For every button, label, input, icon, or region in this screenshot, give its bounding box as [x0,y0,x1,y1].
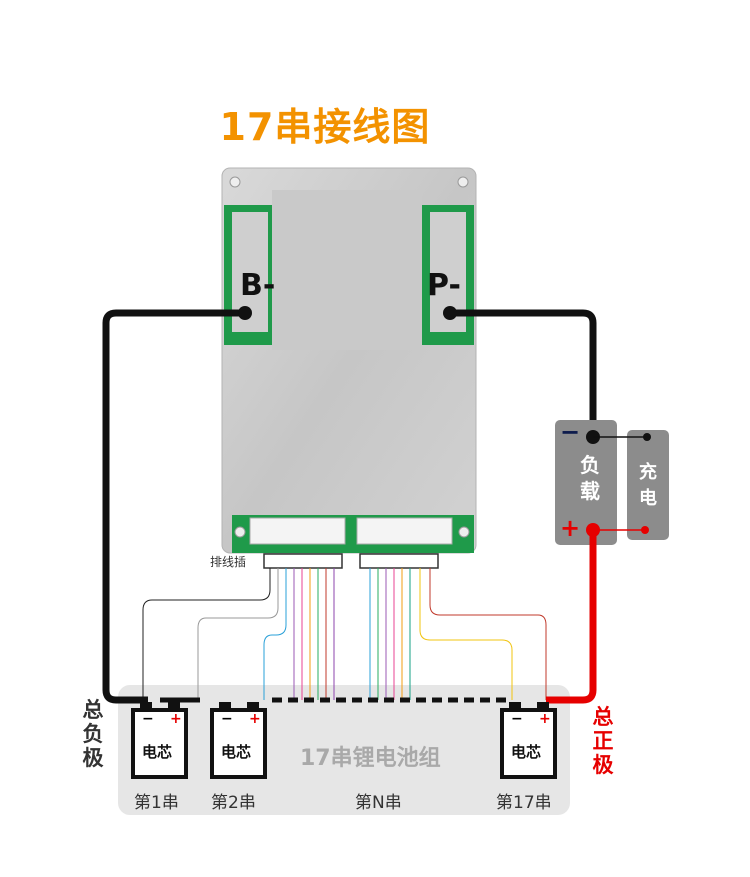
total-negative-char-3: 极 [82,746,104,770]
cell-1-shape [131,702,188,779]
load-minus-sign: − [560,418,581,446]
total-positive-char-1: 总 [592,705,614,729]
cell-17-shape [500,702,557,779]
positive-wire [546,530,597,704]
total-negative-label: 总 负 极 [80,698,106,770]
connector-plug-2 [359,553,439,569]
cell-1-label: 电芯 [142,743,173,761]
charge-label-line1: 充 [639,462,657,483]
cell-2-shape [210,702,267,779]
bms-board [221,167,477,554]
charge-label-line2: 电 [639,488,657,509]
negative-wire-b [102,309,245,704]
load-label-line2: 载 [580,479,600,503]
diagram-title: 17串接线图 [219,105,431,149]
load-label: 负 载 [575,452,605,504]
connector-plug-1 [263,553,343,569]
cell-2-minus: − [221,711,233,727]
sense-wires-right [369,568,547,700]
cell-17-plus: + [539,711,551,727]
cell-2-plus: + [249,711,261,727]
connector-label: 排线插 [210,555,247,569]
battery-pack-label: 17串锂电池组 [300,746,441,771]
load-plus-sign: + [560,514,581,542]
cell-1-plus: + [170,711,182,727]
middle-series: 第N串 [355,793,402,813]
total-positive-char-2: 正 [592,729,614,753]
cell-1-series: 第1串 [134,793,179,813]
charge-box [627,430,669,540]
total-positive-char-3: 极 [592,753,614,777]
total-positive-label: 总 正 极 [590,705,616,777]
cell-17-label: 电芯 [511,743,542,761]
total-negative-char-1: 总 [82,698,104,722]
negative-wire-p [450,309,597,437]
total-negative-char-2: 负 [82,722,104,746]
sense-wires-left [142,568,335,700]
p-minus-label: P- [427,268,461,303]
b-minus-label: B- [240,268,276,303]
cell-2-series: 第2串 [211,793,256,813]
load-label-line1: 负 [580,453,600,477]
charge-label: 充 电 [633,460,663,512]
cell-17-minus: − [511,711,523,727]
cell-17-series: 第17串 [496,793,552,813]
load-box [555,420,617,545]
cell-2-label: 电芯 [221,743,252,761]
cell-1-minus: − [142,711,154,727]
